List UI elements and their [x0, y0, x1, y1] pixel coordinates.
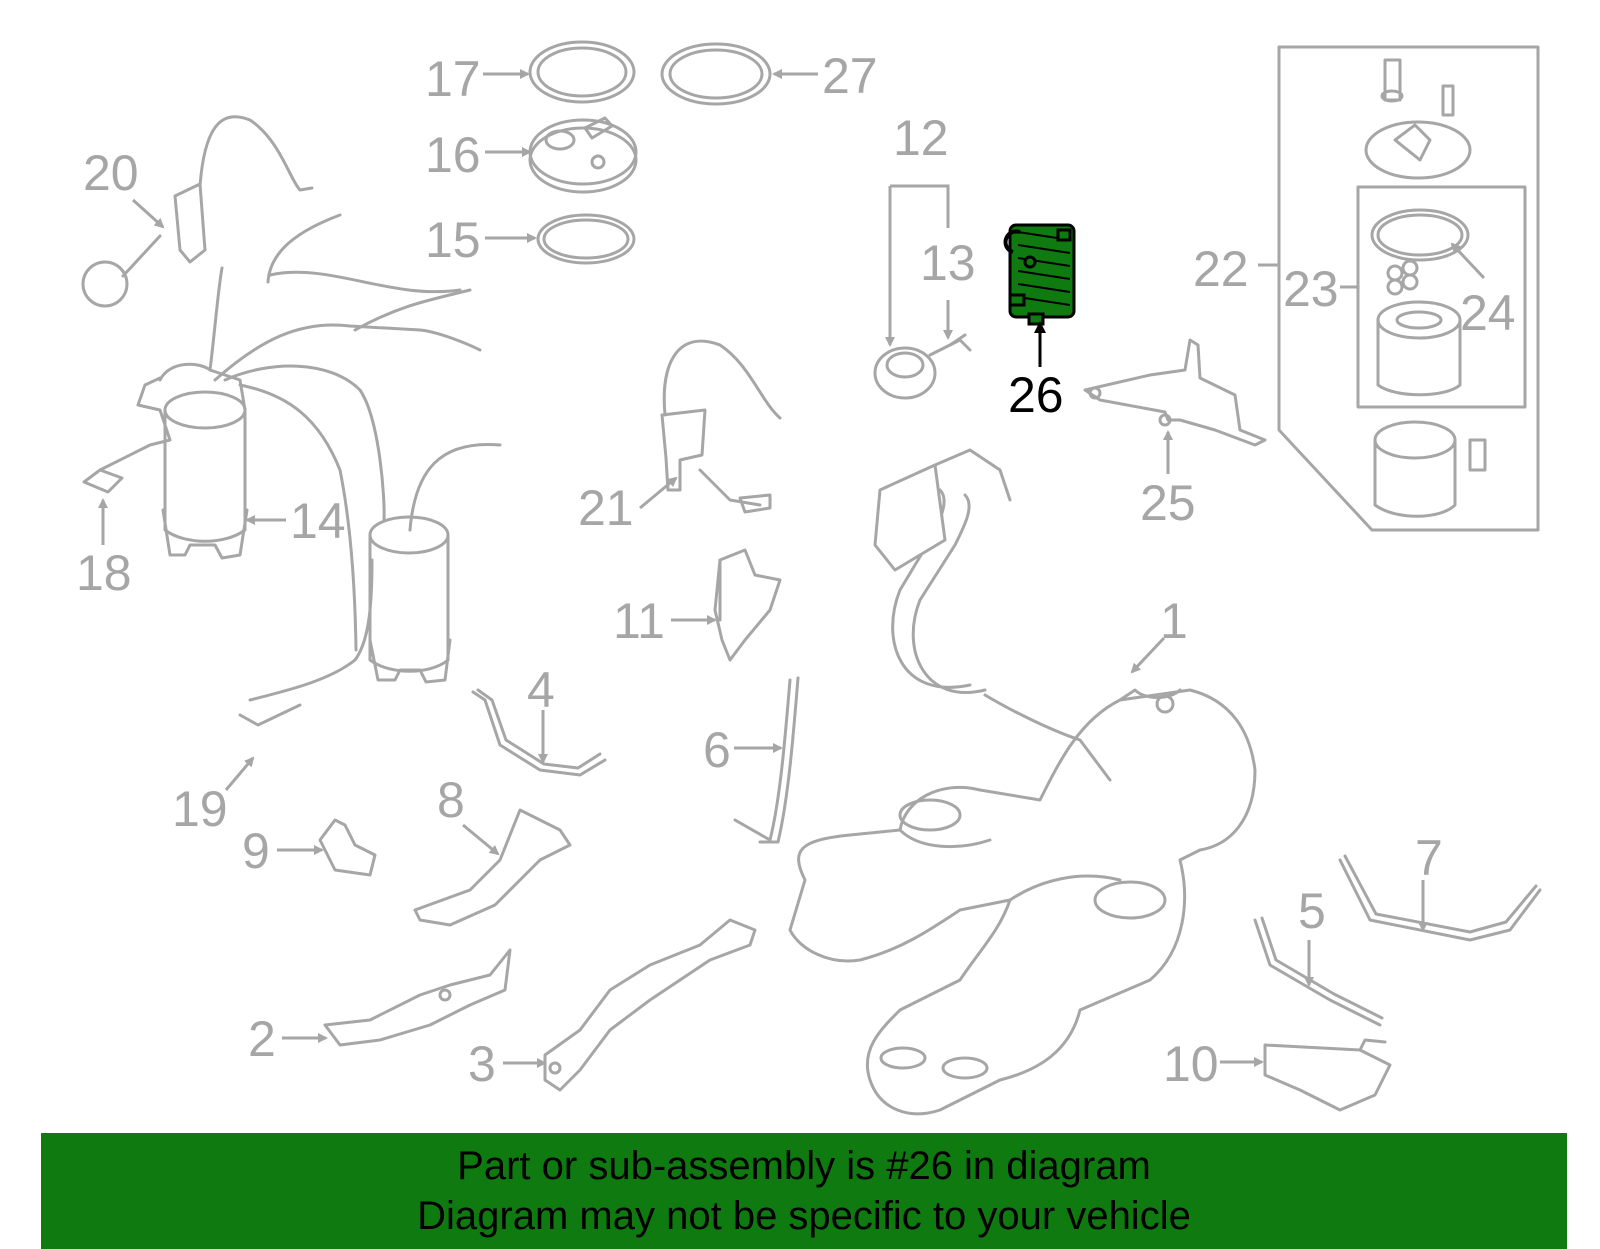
callout-17: 17	[425, 51, 481, 107]
callout-16: 16	[425, 127, 481, 183]
callout-21: 21	[578, 480, 634, 536]
callout-27: 27	[822, 48, 878, 104]
callout-13: 13	[920, 235, 976, 291]
part-25-mount-bracket	[1083, 338, 1267, 447]
part-2-heat-shield	[323, 948, 512, 1047]
callout-18: 18	[76, 545, 132, 601]
callout-4: 4	[527, 662, 555, 718]
part-7-tank-strap	[1338, 854, 1542, 942]
info-banner: Part or sub-assembly is #26 in diagram D…	[41, 1133, 1567, 1249]
leader-lines	[98, 69, 1486, 1068]
callout-5: 5	[1298, 883, 1326, 939]
callout-15: 15	[425, 212, 481, 268]
callout-8: 8	[437, 772, 465, 828]
callout-19: 19	[172, 781, 228, 837]
part-22-filter-assembly	[1277, 45, 1540, 532]
part-pump-module-main	[368, 442, 502, 684]
part-3-bracket	[543, 918, 757, 1092]
part-16-pump-flange	[528, 116, 638, 194]
callout-1: 1	[1160, 593, 1188, 649]
callout-6: 6	[703, 722, 731, 778]
callout-labels: 17 27 16 15 20 18 14 19 21 11 12 13 26 2…	[76, 48, 1516, 1092]
part-12-vent-valve	[873, 333, 972, 400]
callout-11: 11	[613, 593, 665, 649]
part-11-bracket	[713, 548, 782, 662]
callout-22: 22	[1193, 241, 1249, 297]
part-17-lock-ring	[528, 40, 636, 104]
part-6-tank-strap	[733, 676, 800, 844]
callout-10: 10	[1163, 1036, 1219, 1092]
callout-20: 20	[83, 145, 139, 201]
callout-25: 25	[1140, 475, 1196, 531]
banner-line-part-number: Part or sub-assembly is #26 in diagram	[457, 1144, 1151, 1188]
part-21-sensor	[660, 339, 782, 514]
banner-line-disclaimer: Diagram may not be specific to your vehi…	[417, 1194, 1191, 1238]
part-15-seal	[536, 213, 636, 265]
part-14-pump-module	[82, 362, 249, 560]
callout-3: 3	[468, 1036, 496, 1092]
callout-7: 7	[1415, 830, 1443, 886]
part-harness-lines	[208, 213, 482, 727]
part-8-heat-shield	[413, 808, 572, 927]
part-4-tank-strap	[471, 688, 607, 777]
callout-26-highlighted: 26	[1008, 367, 1064, 423]
part-27-lock-ring	[660, 42, 772, 106]
callout-2: 2	[248, 1011, 276, 1067]
part-1-fuel-tank	[788, 448, 1257, 1116]
callout-14: 14	[290, 493, 346, 549]
callout-23: 23	[1283, 261, 1339, 317]
part-10-cover	[1263, 1038, 1392, 1112]
part-20-level-sender	[81, 115, 314, 308]
callout-24: 24	[1460, 285, 1516, 341]
part-26-highlighted	[1003, 223, 1076, 326]
part-9-clip	[318, 818, 377, 877]
callout-12: 12	[893, 110, 949, 166]
callout-9: 9	[242, 823, 270, 879]
